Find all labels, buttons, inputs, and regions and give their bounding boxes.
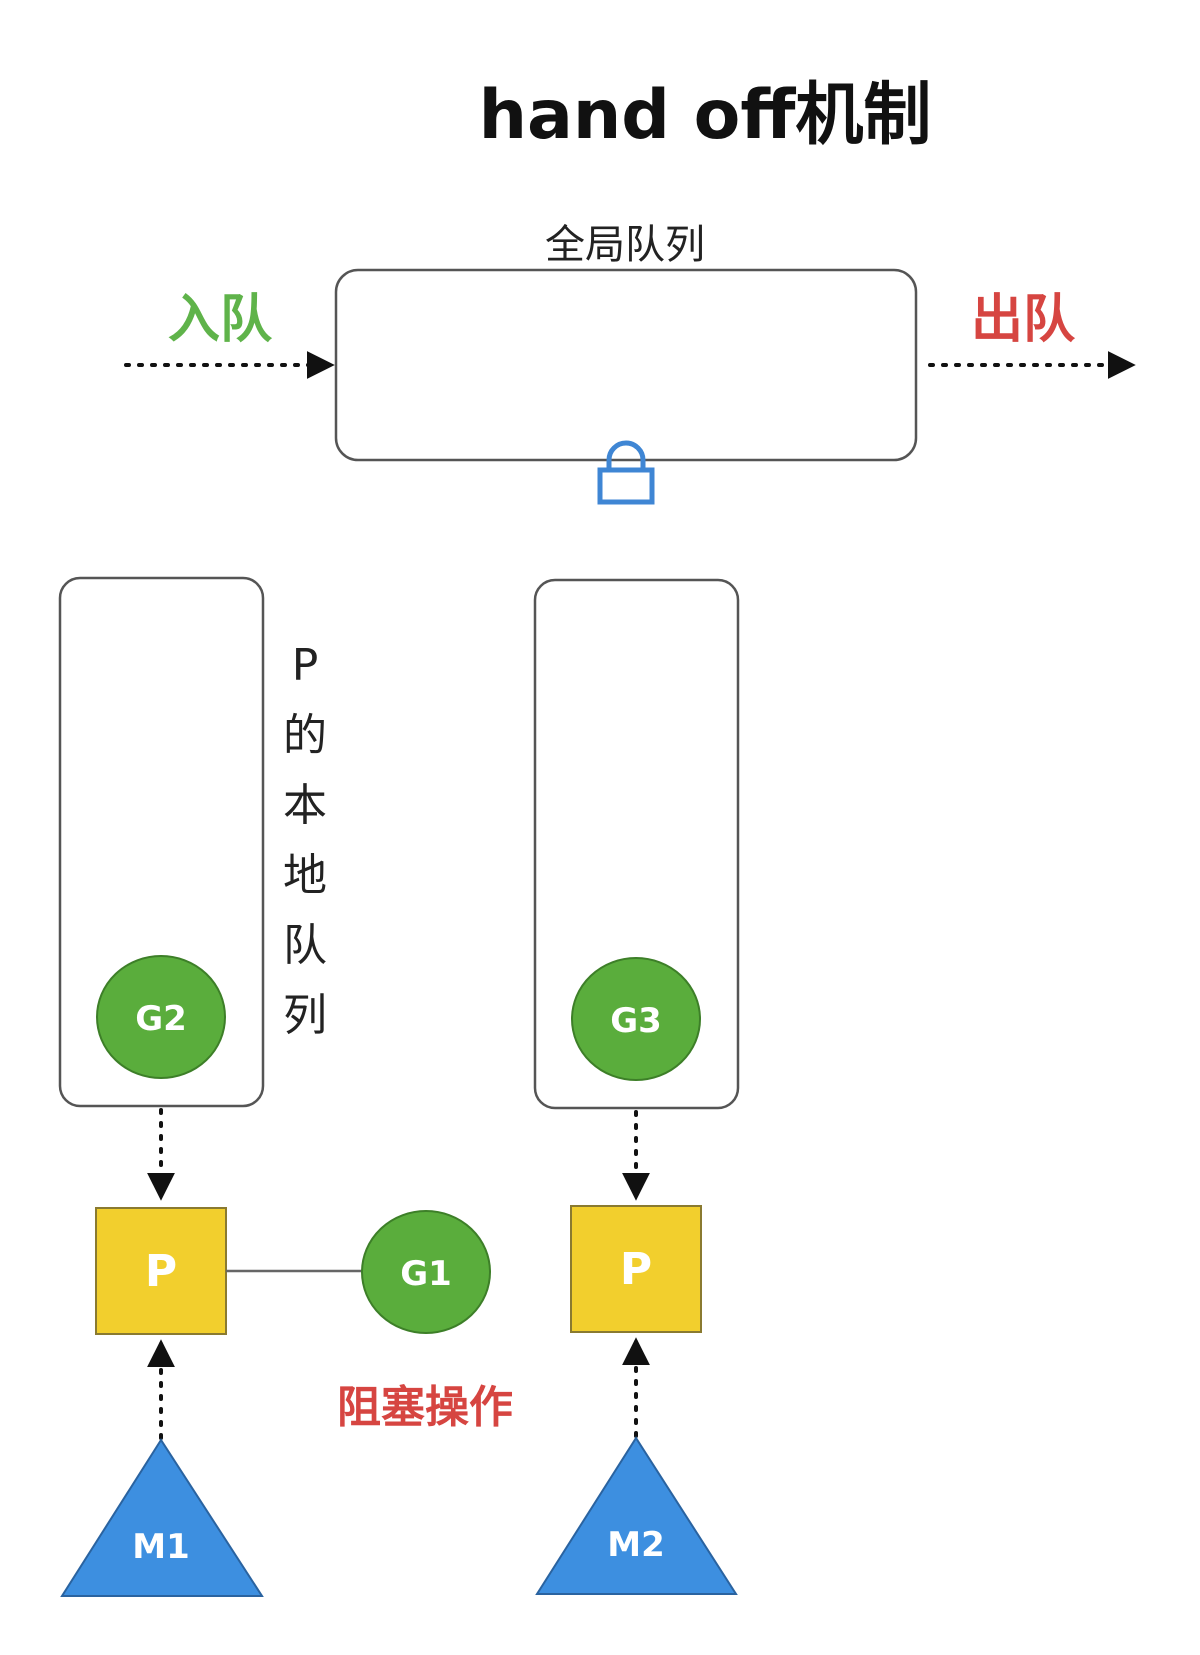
local-queue-char-1: P [292, 640, 319, 691]
blocking-operation-label: 阻塞操作 [337, 1382, 513, 1433]
local-queue-char-3: 本 [283, 780, 327, 831]
local-queue-char-4: 地 [283, 850, 327, 901]
processor-p1 [95, 1207, 227, 1335]
goroutine-g2 [96, 955, 226, 1079]
global-queue-label: 全局队列 [545, 222, 705, 268]
machine-m1 [60, 1438, 264, 1597]
processor-p2-label: P [620, 1244, 652, 1295]
lock-icon [597, 440, 655, 505]
diagram-title: hand off机制 [479, 76, 932, 155]
machine-m2 [535, 1436, 738, 1595]
local-queue-label: P 的 本 地 队 列 [283, 640, 327, 1041]
enqueue-label: 入队 [168, 290, 273, 350]
local-queue-char-5: 队 [283, 920, 327, 971]
local-queue-box-1 [58, 576, 265, 1108]
goroutine-g1-label: G1 [400, 1254, 452, 1294]
goroutine-g3 [571, 957, 701, 1081]
goroutine-g1 [361, 1210, 491, 1334]
processor-p1-label: P [145, 1246, 177, 1297]
local-queue-char-2: 的 [283, 710, 327, 761]
processor-p2 [570, 1205, 702, 1333]
goroutine-g2-label: G2 [135, 999, 187, 1039]
machine-m2-label: M2 [607, 1525, 665, 1565]
global-queue-box [334, 268, 918, 462]
dequeue-label: 出队 [971, 290, 1076, 350]
local-queue-box-2 [533, 578, 740, 1110]
machine-m1-label: M1 [132, 1527, 190, 1567]
goroutine-g3-label: G3 [610, 1001, 662, 1041]
local-queue-char-6: 列 [283, 990, 327, 1041]
